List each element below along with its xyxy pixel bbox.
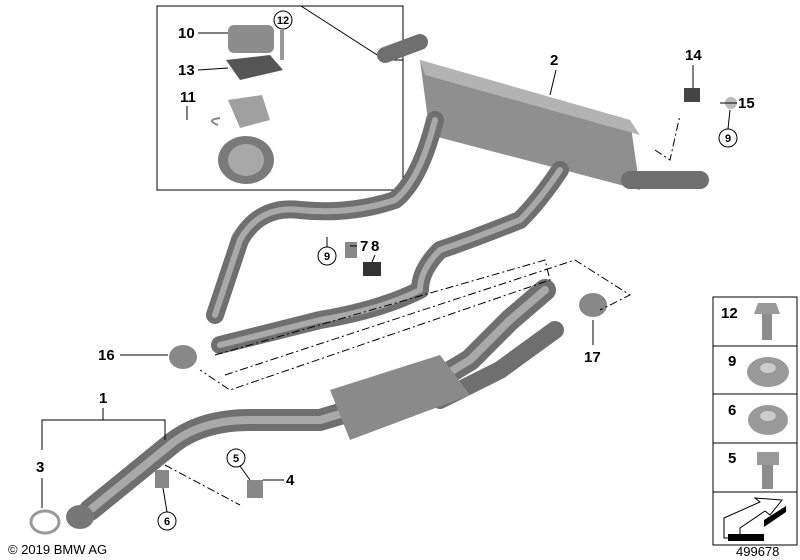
hex-bolt-icon: [757, 452, 779, 489]
callout-10: 10: [178, 25, 195, 42]
rear-muffler: [377, 34, 709, 190]
flange-nut-icon: [747, 357, 789, 387]
flap-actuator: [211, 25, 284, 184]
copyright-text: © 2019 BMW AG: [8, 542, 107, 557]
direction-arrow-icon: [723, 497, 786, 541]
callout-1: 1: [99, 390, 107, 407]
hardware-legend: 12 9 6 5: [712, 296, 798, 546]
front-pipe-assembly: [29, 279, 564, 535]
callout-6: 6: [164, 516, 170, 528]
middle-pipes: [206, 111, 569, 354]
callout-13: 13: [178, 62, 195, 79]
callout-11: 11: [180, 89, 196, 106]
diagram-number: 499678: [736, 544, 779, 559]
legend-6: 6: [728, 402, 736, 419]
inset-callouts: 10 12 13 11: [178, 10, 293, 120]
legend-5: 5: [728, 450, 736, 467]
inset-leader: [300, 5, 386, 61]
flap-actuator-inset-box: [156, 5, 404, 191]
callout-8: 8: [371, 238, 379, 255]
callout-16: 16: [98, 347, 115, 364]
callouts: 2 14 15 9 7 8 9 16 17 1 3 6 5 4: [36, 47, 755, 531]
legend-9: 9: [728, 353, 736, 370]
callout-5: 5: [233, 453, 239, 465]
callout-15: 15: [738, 95, 755, 112]
callout-2: 2: [550, 52, 558, 69]
alignment-lines: [164, 114, 681, 506]
callout-9-top: 9: [725, 133, 731, 145]
legend-12: 12: [721, 305, 738, 322]
callout-17: 17: [584, 349, 601, 366]
callout-14: 14: [685, 47, 702, 64]
flange-bolt-icon: [754, 303, 780, 340]
callout-12: 12: [277, 15, 289, 27]
callout-4: 4: [286, 472, 295, 489]
flange-nut-icon: [748, 405, 788, 435]
callout-9-middle: 9: [324, 251, 330, 263]
callout-3: 3: [36, 459, 44, 476]
callout-7: 7: [360, 238, 368, 255]
small-parts: [155, 88, 737, 498]
